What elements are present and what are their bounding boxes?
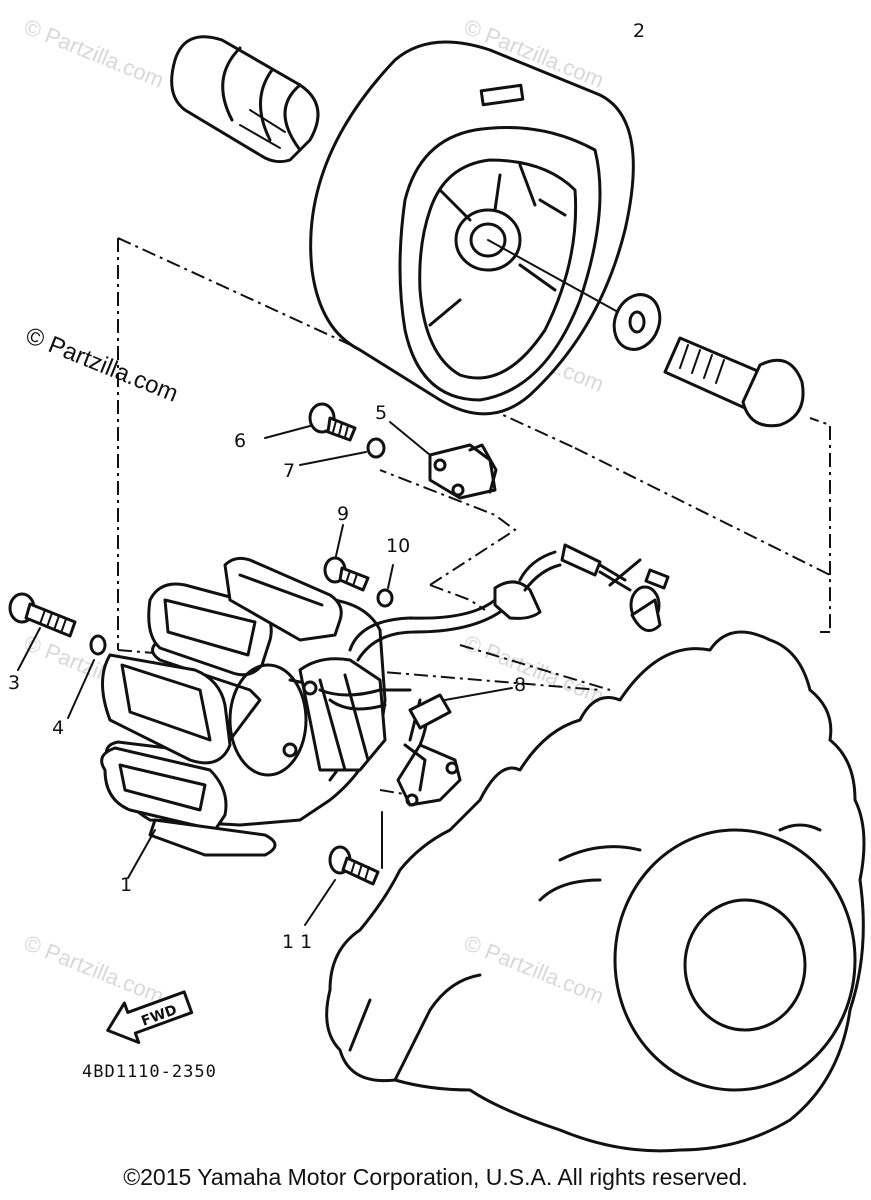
callout-9: 9	[337, 503, 350, 525]
bracket-part-5	[389, 421, 498, 500]
screw-part-6	[264, 402, 357, 442]
callout-6: 6	[234, 430, 247, 452]
rotor-bolt	[663, 336, 805, 428]
callout-4: 4	[52, 717, 65, 739]
diagram-part-number: 4BD1110-2350	[82, 1062, 217, 1082]
washer-part-10	[376, 564, 394, 608]
callout-5: 5	[375, 402, 388, 424]
screw-part-11	[304, 811, 383, 926]
collar-part	[170, 35, 320, 164]
forward-arrow-icon: FWD	[106, 990, 194, 1045]
callout-1: 1	[120, 874, 133, 896]
callout-7: 7	[283, 460, 296, 482]
callout-3: 3	[8, 672, 21, 694]
copyright-notice: ©2015 Yamaha Motor Corporation, U.S.A. A…	[123, 1164, 748, 1190]
flywheel-rotor	[309, 40, 635, 416]
stator-coil	[100, 556, 387, 879]
screw-part-3	[8, 592, 77, 671]
callout-2: 2	[633, 20, 646, 42]
pickup-coil	[396, 687, 513, 807]
crankcase-cover	[325, 630, 866, 1153]
washer-part-7	[299, 437, 386, 466]
callout-11: 11	[282, 931, 319, 953]
washer-part-4	[67, 634, 107, 719]
screw-part-9	[323, 524, 370, 592]
washer-part	[612, 293, 662, 351]
callout-8: 8	[514, 674, 527, 696]
callout-10: 10	[386, 535, 411, 557]
